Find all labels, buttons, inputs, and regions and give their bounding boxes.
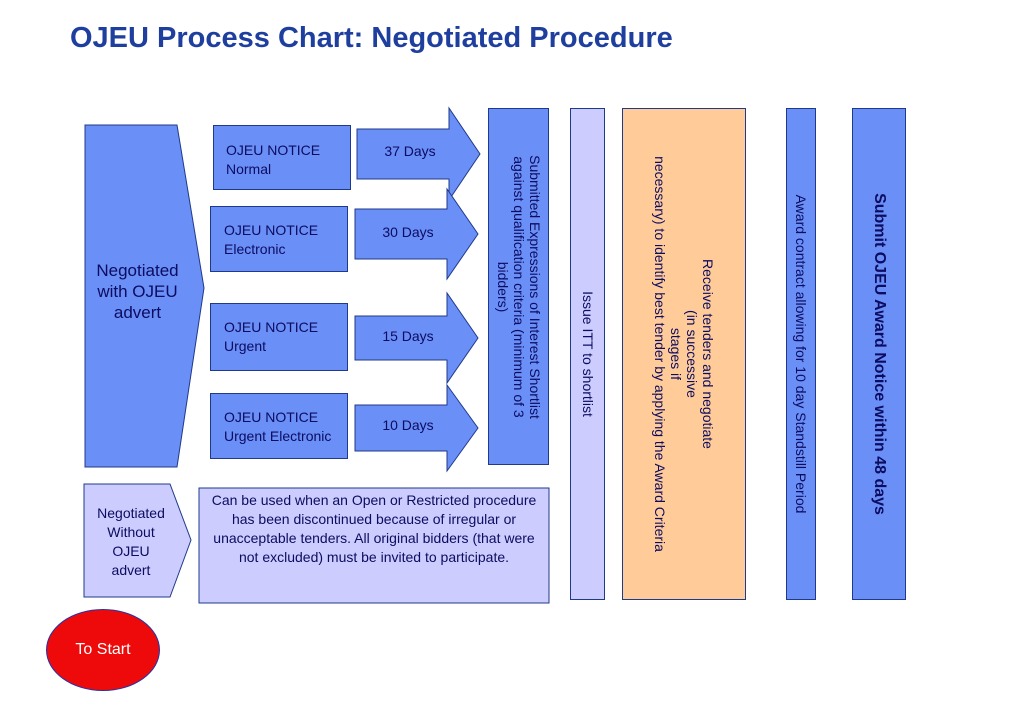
negotiated-without-line-4: advert <box>111 562 151 578</box>
receive-tenders-line-1: Receive tenders and negotiate <box>700 259 716 449</box>
arrow-30-days <box>354 187 479 281</box>
page-title: OJEU Process Chart: Negotiated Procedure <box>70 22 673 54</box>
shortlist-line-1: Submitted Expressions of Interest Shortl… <box>526 154 543 419</box>
shortlist-text: Submitted Expressions of Interest Shortl… <box>495 155 543 419</box>
notice-urgent-electronic-line-1: OJEU NOTICE <box>224 409 319 425</box>
receive-tenders-line-3: stages if <box>668 327 684 381</box>
shortlist-line-3: bidders) <box>494 261 511 312</box>
discontinued-box <box>198 487 550 604</box>
arrow-15-days <box>354 291 479 385</box>
negotiated-with-advert-label: Negotiated with OJEU advert <box>85 260 190 323</box>
notice-normal-line-2: Normal <box>226 161 272 177</box>
notice-urgent-box: OJEU NOTICE Urgent <box>210 303 348 371</box>
negotiated-without-advert-label: Negotiated Without OJEU advert <box>84 504 178 580</box>
issue-itt-text: Issue ITT to shortlist <box>579 291 596 417</box>
issue-itt-box: Issue ITT to shortlist <box>570 108 605 600</box>
arrow-37-days <box>356 106 481 202</box>
shortlist-line-2: against qualification criteria (minimum … <box>510 155 527 418</box>
negotiated-without-line-3: OJEU <box>112 543 150 559</box>
negotiated-without-line-1: Negotiated <box>97 505 165 521</box>
award-contract-box: Award contract allowing for 10 day Stand… <box>786 108 816 600</box>
days-37-label: 37 Days <box>384 143 436 159</box>
negotiated-with-advert-line-3: advert <box>113 303 162 322</box>
negotiated-with-advert-line-2: with OJEU <box>97 282 178 301</box>
arrow-10-days <box>354 383 479 473</box>
negotiated-with-advert-shape <box>84 124 205 468</box>
notice-urgent-electronic-box: OJEU NOTICE Urgent Electronic <box>210 393 348 459</box>
negotiated-without-advert-shape <box>83 483 192 598</box>
receive-tenders-line-2: (in successive <box>684 310 700 398</box>
days-30-label: 30 Days <box>382 224 434 240</box>
submit-award-text: Submit OJEU Award Notice within 48 days <box>871 193 888 515</box>
receive-tenders-line-4: necessary) to identify best tender by ap… <box>652 156 668 552</box>
days-10-label: 10 Days <box>382 417 434 433</box>
notice-normal-line-1: OJEU NOTICE <box>226 142 321 158</box>
receive-tenders-box: Receive tenders and negotiate (in succes… <box>622 108 746 600</box>
notice-electronic-line-2: Electronic <box>224 241 286 257</box>
notice-urgent-line-1: OJEU NOTICE <box>224 319 319 335</box>
to-start-button[interactable]: To Start <box>46 609 160 691</box>
notice-urgent-electronic-line-2: Urgent Electronic <box>224 428 332 444</box>
award-contract-text: Award contract allowing for 10 day Stand… <box>793 194 809 514</box>
discontinued-text: Can be used when an Open or Restricted p… <box>211 492 537 565</box>
notice-normal-box: OJEU NOTICE Normal <box>213 125 351 190</box>
notice-urgent-line-2: Urgent <box>224 338 267 354</box>
negotiated-without-line-2: Without <box>107 524 155 540</box>
submit-award-box: Submit OJEU Award Notice within 48 days <box>852 108 906 600</box>
notice-electronic-box: OJEU NOTICE Electronic <box>210 206 348 272</box>
receive-tenders-text: Receive tenders and negotiate (in succes… <box>652 156 716 552</box>
days-15-label: 15 Days <box>382 328 434 344</box>
negotiated-with-advert-line-1: Negotiated <box>96 261 179 280</box>
notice-electronic-line-1: OJEU NOTICE <box>224 222 319 238</box>
shortlist-box: Submitted Expressions of Interest Shortl… <box>488 108 549 465</box>
